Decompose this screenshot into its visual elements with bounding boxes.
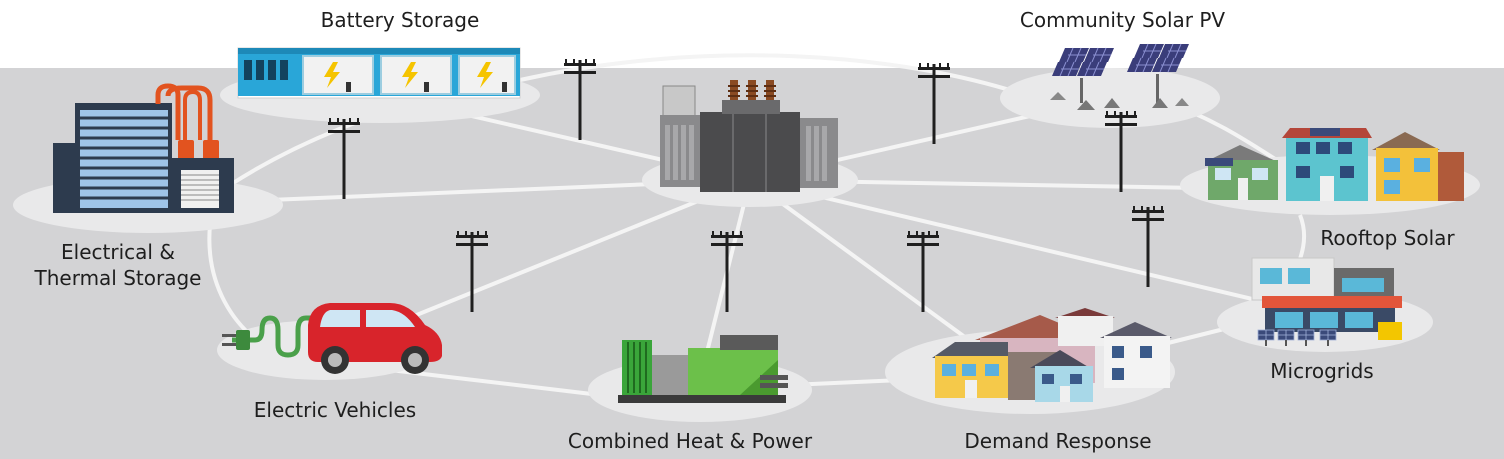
thermal-storage-label-line2: Thermal Storage <box>34 266 202 290</box>
community-solar-label: Community Solar PV <box>1019 8 1226 32</box>
rooftop-solar-label: Rooftop Solar <box>1320 226 1455 250</box>
thermal-storage-label-line1: Electrical & <box>61 240 175 264</box>
chp-label: Combined Heat & Power <box>567 429 813 453</box>
microgrid-building-icon <box>1251 257 1402 347</box>
demand-response-houses-icon <box>932 308 1172 402</box>
rooftop-solar-houses-icon <box>1205 128 1464 201</box>
battery-storage-icon <box>237 47 521 99</box>
microgrids-label: Microgrids <box>1270 359 1374 383</box>
electric-vehicle-icon <box>222 303 442 374</box>
demand-response-label: Demand Response <box>964 429 1152 453</box>
transformer-icon <box>660 80 838 192</box>
thermal-storage-building-icon <box>53 83 234 213</box>
electric-vehicles-label: Electric Vehicles <box>253 398 417 422</box>
chp-unit-icon <box>618 335 788 403</box>
battery-storage-label: Battery Storage <box>320 8 480 32</box>
community-solar-icon <box>1050 43 1190 110</box>
